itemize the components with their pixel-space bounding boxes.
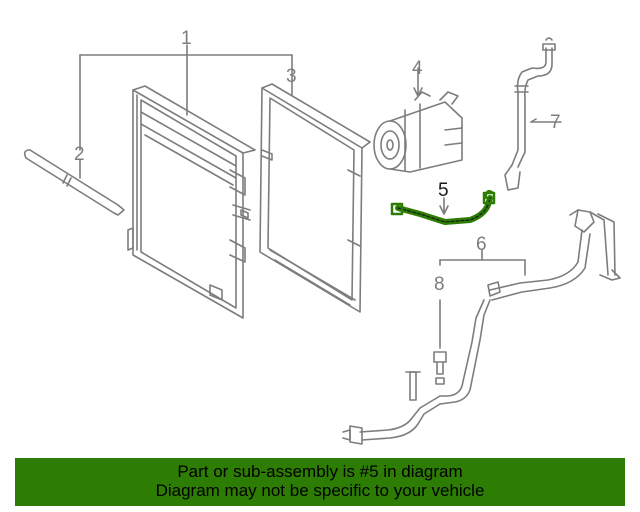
condenser-frame: [259, 83, 371, 313]
leader-lines-1-2-3: [79, 44, 293, 151]
callout-3[interactable]: 3: [286, 66, 297, 87]
condenser: [127, 85, 256, 319]
ac-line-6: [342, 209, 621, 445]
parts-diagram: 1 2 3 4 5 6 7 8: [23, 28, 621, 445]
bolt: [433, 351, 447, 385]
callout-4[interactable]: 4: [412, 58, 423, 79]
callout-8[interactable]: 8: [434, 274, 445, 295]
callout-5[interactable]: 5: [438, 180, 449, 201]
banner-line-1: Part or sub-assembly is #5 in diagram: [177, 462, 463, 481]
callout-6[interactable]: 6: [476, 234, 487, 255]
receiver-drier: [23, 149, 125, 216]
ac-line-7: [504, 37, 562, 191]
leader-lines-6-8: [439, 249, 526, 349]
leader-line-5: [439, 197, 449, 215]
banner-line-2: Diagram may not be specific to your vehi…: [155, 481, 485, 500]
ac-compressor: [373, 67, 463, 173]
highlighted-hose-part-5: [390, 189, 496, 225]
callout-7[interactable]: 7: [550, 112, 561, 133]
callout-2[interactable]: 2: [74, 144, 85, 165]
info-banner: Part or sub-assembly is #5 in diagram Di…: [15, 458, 625, 506]
callout-1[interactable]: 1: [181, 28, 192, 49]
